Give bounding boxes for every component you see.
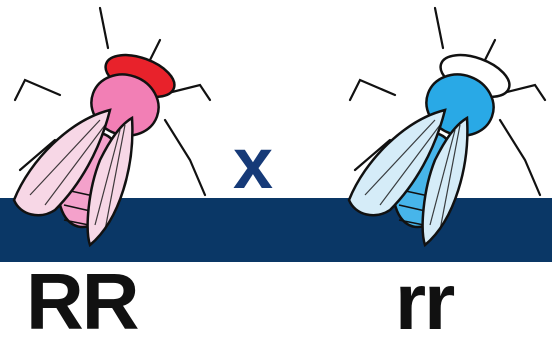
fly-red-eye-icon bbox=[0, 0, 215, 275]
genotype-left-label: RR bbox=[26, 262, 138, 342]
fly-white-eye-icon bbox=[335, 0, 550, 275]
cross-symbol: x bbox=[228, 128, 278, 200]
genotype-right-label: rr bbox=[395, 262, 453, 342]
